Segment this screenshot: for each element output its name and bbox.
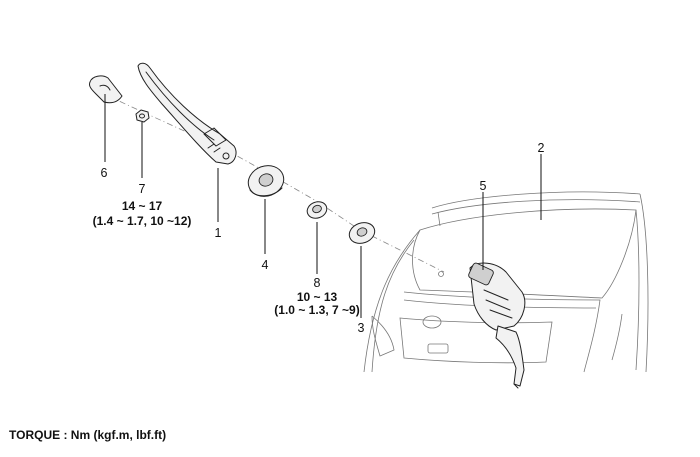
torque-spec-8-nm: 10 ~ 13 <box>296 290 338 304</box>
torque-unit-note: TORQUE : Nm (kgf.m, lbf.ft) <box>9 428 167 442</box>
callout-1: 1 <box>214 226 222 240</box>
callout-8: 8 <box>313 276 321 290</box>
callout-7: 7 <box>138 182 146 196</box>
callout-5: 5 <box>479 179 487 193</box>
torque-spec-8-alt: (1.0 ~ 1.3, 7 ~9) <box>274 303 360 317</box>
vehicle-rear-tailgate <box>363 191 649 373</box>
torque-spec-7-nm: 14 ~ 17 <box>121 199 163 213</box>
wiper-motor <box>468 262 526 389</box>
assembly-axis-line <box>107 95 445 273</box>
callout-3: 3 <box>357 321 365 335</box>
wiper-arm-nut <box>135 109 150 123</box>
wiper-arm <box>137 62 237 165</box>
grommet-4 <box>247 165 285 197</box>
wiper-arm-cap <box>89 75 123 104</box>
callout-6: 6 <box>100 166 108 180</box>
torque-spec-7-alt: (1.4 ~ 1.7, 10 ~12) <box>92 214 192 228</box>
callout-2: 2 <box>537 141 545 155</box>
callout-4: 4 <box>261 258 269 272</box>
grommet-3 <box>348 222 376 244</box>
leader-lines <box>104 94 542 318</box>
washer-8 <box>306 201 328 219</box>
